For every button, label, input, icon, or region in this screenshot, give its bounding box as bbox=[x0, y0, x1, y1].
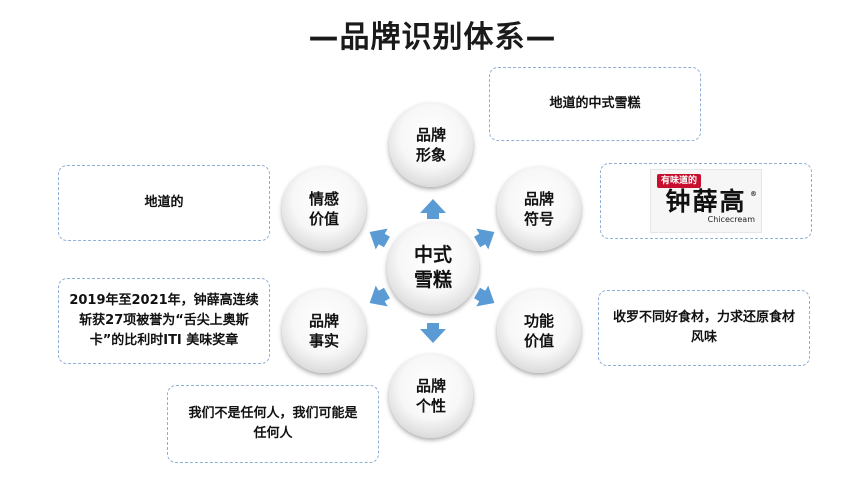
node-brand-symbol-line1: 品牌 bbox=[523, 190, 554, 208]
arrow-lower-left-icon bbox=[369, 285, 390, 307]
page-title: —品牌识别体系— bbox=[308, 20, 557, 55]
emotional-value-text: 地道的 bbox=[144, 195, 184, 210]
node-brand-personality-line1: 品牌 bbox=[415, 377, 446, 395]
brand-personality-box: 我们不是任何人，我们可能是任何人 bbox=[167, 385, 379, 463]
zhongxuegao-logo: 有味道的 ® 钟薛高 Chicecream bbox=[650, 169, 762, 233]
node-brand-image-line2: 形象 bbox=[415, 146, 446, 164]
node-brand-personality: 品牌 个性 bbox=[389, 354, 473, 438]
node-emotional-value: 情感 价值 bbox=[282, 167, 366, 251]
arrow-up-icon bbox=[420, 199, 446, 219]
arrow-upper-left-icon bbox=[369, 228, 390, 250]
node-brand-symbol-line2: 符号 bbox=[523, 210, 554, 228]
brand-symbol-box: 有味道的 ® 钟薛高 Chicecream bbox=[600, 163, 812, 239]
node-emotional-value-line1: 情感 bbox=[308, 190, 339, 208]
center-node-line2: 雪糕 bbox=[413, 269, 452, 291]
node-brand-image-line1: 品牌 bbox=[415, 126, 446, 144]
center-node-line1: 中式 bbox=[413, 244, 452, 266]
node-brand-fact-line2: 事实 bbox=[308, 332, 339, 350]
node-functional-value-line2: 价值 bbox=[523, 332, 554, 350]
functional-value-text: 收罗不同好食材，力求还原食材风味 bbox=[613, 310, 796, 345]
node-functional-value-line1: 功能 bbox=[523, 312, 554, 330]
brand-fact-text: 2019年至2021年，钟薛高连续斩获27项被誉为“舌尖上奥斯卡”的比利时ITI… bbox=[69, 293, 259, 348]
node-brand-fact: 品牌 事实 bbox=[282, 289, 366, 373]
logo-registered-mark: ® bbox=[750, 190, 757, 198]
arrow-upper-right-icon bbox=[474, 228, 495, 250]
arrow-down-icon bbox=[420, 323, 446, 343]
functional-value-box: 收罗不同好食材，力求还原食材风味 bbox=[598, 290, 810, 366]
node-functional-value: 功能 价值 bbox=[497, 289, 581, 373]
brand-fact-box: 2019年至2021年，钟薛高连续斩获27项被誉为“舌尖上奥斯卡”的比利时ITI… bbox=[58, 278, 270, 364]
center-node: 中式 雪糕 bbox=[387, 222, 479, 314]
logo-latin: Chicecream bbox=[707, 215, 755, 224]
brand-personality-text: 我们不是任何人，我们可能是任何人 bbox=[188, 406, 358, 441]
node-brand-personality-line2: 个性 bbox=[415, 397, 446, 415]
node-brand-image: 品牌 形象 bbox=[389, 103, 473, 187]
node-brand-fact-line1: 品牌 bbox=[308, 312, 339, 330]
emotional-value-box: 地道的 bbox=[58, 165, 270, 241]
node-brand-symbol: 品牌 符号 bbox=[497, 167, 581, 251]
logo-brand: 钟薛高 bbox=[665, 187, 747, 216]
logo-tag: 有味道的 bbox=[657, 174, 702, 188]
node-emotional-value-line2: 价值 bbox=[308, 210, 339, 228]
brand-image-box: 地道的中式雪糕 bbox=[489, 67, 701, 141]
arrow-lower-right-icon bbox=[474, 285, 495, 307]
brand-image-text: 地道的中式雪糕 bbox=[549, 96, 641, 111]
